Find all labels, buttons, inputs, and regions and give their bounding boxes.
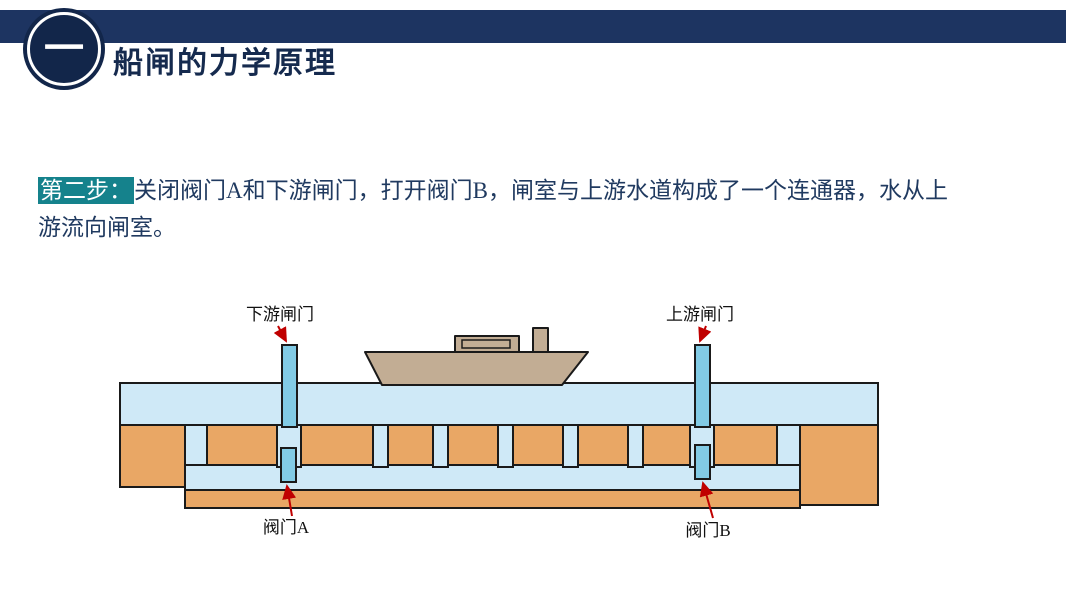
lock-diagram: 下游闸门 上游闸门 阀门A 阀门B: [110, 290, 890, 550]
floor-block: [206, 424, 278, 466]
upstream-gate-arrow: [698, 325, 712, 343]
downstream-gate-arrow: [273, 325, 287, 343]
step-text: 关闭阀门A和下游闸门，打开阀门B，闸室与上游水道构成了一个连通器，水从上游流向闸…: [38, 178, 948, 240]
section-number-badge: 一: [23, 8, 105, 90]
water-surface: [119, 382, 879, 426]
ground-right-bank: [799, 424, 879, 506]
body-paragraph: 第二步：关闭阀门A和下游闸门，打开阀门B，闸室与上游水道构成了一个连通器，水从上…: [38, 172, 970, 246]
boat-cabin-window: [461, 339, 511, 349]
section-number: 一: [44, 26, 84, 71]
downstream-gate-label: 下游闸门: [246, 305, 314, 324]
valve-b-arrow: [699, 481, 714, 519]
valve-b-label: 阀门B: [685, 521, 730, 540]
floor-block: [642, 424, 691, 466]
upstream-gate-label: 上游闸门: [666, 305, 734, 324]
boat-hull: [364, 351, 589, 386]
upstream-gate: [694, 344, 711, 428]
valve-a-arrow: [282, 484, 297, 517]
boat-funnel: [532, 327, 549, 353]
page-title: 船闸的力学原理: [113, 47, 337, 80]
floor-opening: [497, 424, 514, 468]
ground-left-bank: [119, 424, 186, 488]
floor-block: [577, 424, 629, 466]
floor-block: [512, 424, 564, 466]
floor-block: [713, 424, 778, 466]
floor-block: [447, 424, 499, 466]
floor-block: [387, 424, 434, 466]
valve-a: [280, 447, 297, 483]
lock-diagram-canvas: 下游闸门 上游闸门 阀门A 阀门B: [119, 305, 879, 540]
step-label: 第二步：: [38, 177, 134, 204]
floor-opening: [627, 424, 644, 468]
downstream-gate: [281, 344, 298, 428]
floor-block: [300, 424, 374, 466]
floor-opening: [432, 424, 449, 468]
header-bar: [0, 10, 1066, 43]
valve-a-label: 阀门A: [263, 518, 310, 537]
floor-opening: [372, 424, 389, 468]
valve-b: [694, 444, 711, 480]
floor-opening: [562, 424, 579, 468]
